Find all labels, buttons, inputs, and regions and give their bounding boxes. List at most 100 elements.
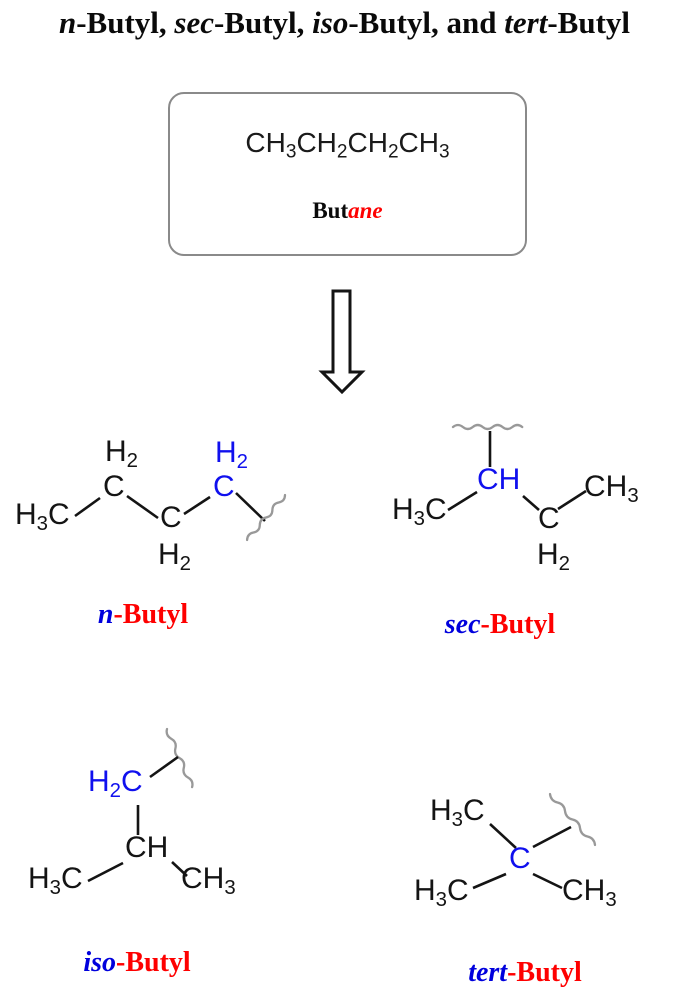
bond-line [149,755,179,779]
atom-text: H [392,493,414,526]
atom-subscript: 2 [179,553,192,576]
butane-name: Butane [170,198,525,224]
formula-part: CH [296,127,337,158]
atom-text: H [430,794,452,827]
atom-subscript: 3 [435,889,448,912]
atom-text: CH [477,463,521,496]
bond-line [532,872,563,890]
structure-sec-butyl: CH H3C C H2 CH3 [385,415,665,580]
atom-label: CH3 [562,876,617,911]
label-suffix: -Butyl [480,609,556,640]
butane-box: CH3CH2CH2CH3 Butane [168,92,527,256]
bond-line [489,823,517,849]
bond-line [557,489,587,511]
label-suffix: -Butyl [116,947,191,978]
atom-label: CH [125,833,168,863]
label-prefix: n [97,599,114,630]
atom-subscript: 3 [627,485,639,508]
atom-text: CH [562,874,606,907]
formula-part: CH [347,127,388,158]
title-part: -Butyl [547,5,631,40]
attachment-squiggle [245,493,287,542]
atom-subscript: 2 [236,451,249,474]
atom-subscript: 3 [413,508,426,531]
bond-line [522,495,540,511]
atom-text: H [158,538,180,571]
bond-line [183,495,211,516]
title-part: -Butyl, [213,5,313,40]
atom-text: CH [125,831,169,864]
title-part: -Butyl, and [348,5,505,40]
atom-label: H3C [15,500,70,535]
label-sec-butyl: sec-Butyl [400,609,600,641]
label-iso-butyl: iso-Butyl [37,947,237,979]
label-suffix: -Butyl [507,957,582,988]
bond-line [447,490,478,512]
atom-text: C [447,874,469,907]
structure-n-butyl: H3C H2 C C H2 C H2 [10,432,300,582]
atom-text: CH [181,862,225,895]
atom-label: C [538,504,560,534]
atom-label-highlighted: H2C [88,767,143,802]
atom-label: C [103,472,125,502]
formula-subscript: 2 [336,141,348,163]
bond-line [126,494,159,520]
attachment-squiggle [451,423,524,431]
atom-text: CH [584,470,628,503]
label-n-butyl: n-Butyl [43,599,243,631]
atom-text: H [414,874,436,907]
atom-text: C [61,862,83,895]
title-part: sec [174,5,214,40]
atom-subscript: 3 [36,513,49,536]
atom-subscript: 2 [126,450,139,473]
structure-tert-butyl: H3C C H3C CH3 [400,790,670,920]
atom-label: H2 [105,437,138,472]
label-suffix: -Butyl [113,599,189,630]
atom-text: H [105,435,127,468]
formula-subscript: 2 [387,141,399,163]
atom-label: H2 [158,540,191,575]
atom-subscript: 2 [558,553,571,576]
atom-text: H [88,765,110,798]
atom-text: C [103,470,125,503]
formula-part: CH [398,127,439,158]
atom-text: H [215,436,237,469]
bond-line [472,872,507,890]
atom-label: H3C [392,495,447,530]
atom-label: CH3 [584,472,639,507]
atom-label-highlighted: C [213,472,235,502]
atom-subscript: 3 [49,877,62,900]
atom-label: H3C [430,796,485,831]
butane-name-base: But [312,198,349,223]
bond-line [171,861,188,877]
atom-label: H3C [28,864,83,899]
atom-text: H [537,538,559,571]
label-prefix: sec [444,609,481,640]
atom-label-highlighted: H2 [215,438,248,473]
bond-line [87,861,124,883]
formula-part: CH [245,127,286,158]
atom-label-highlighted: CH [477,465,520,495]
atom-text: C [213,470,235,503]
title-part: iso [312,5,349,40]
atom-label: C [160,503,182,533]
bond-line [532,825,572,849]
atom-label: H3C [414,876,469,911]
atom-text: H [28,862,50,895]
label-tert-butyl: tert-Butyl [425,957,625,989]
atom-label-highlighted: C [509,844,531,874]
atom-text: C [538,502,560,535]
attachment-squiggle [548,792,597,847]
attachment-squiggle [165,727,194,789]
title-part: n [58,5,77,40]
atom-subscript: 3 [224,877,236,900]
atom-subscript: 3 [451,809,464,832]
atom-text: C [463,794,485,827]
atom-text: H [15,498,37,531]
bond-line [235,492,266,522]
butane-name-suffix: ane [348,198,383,223]
bond-line [74,496,101,518]
atom-subscript: 2 [109,780,122,803]
formula-subscript: 3 [439,141,450,163]
